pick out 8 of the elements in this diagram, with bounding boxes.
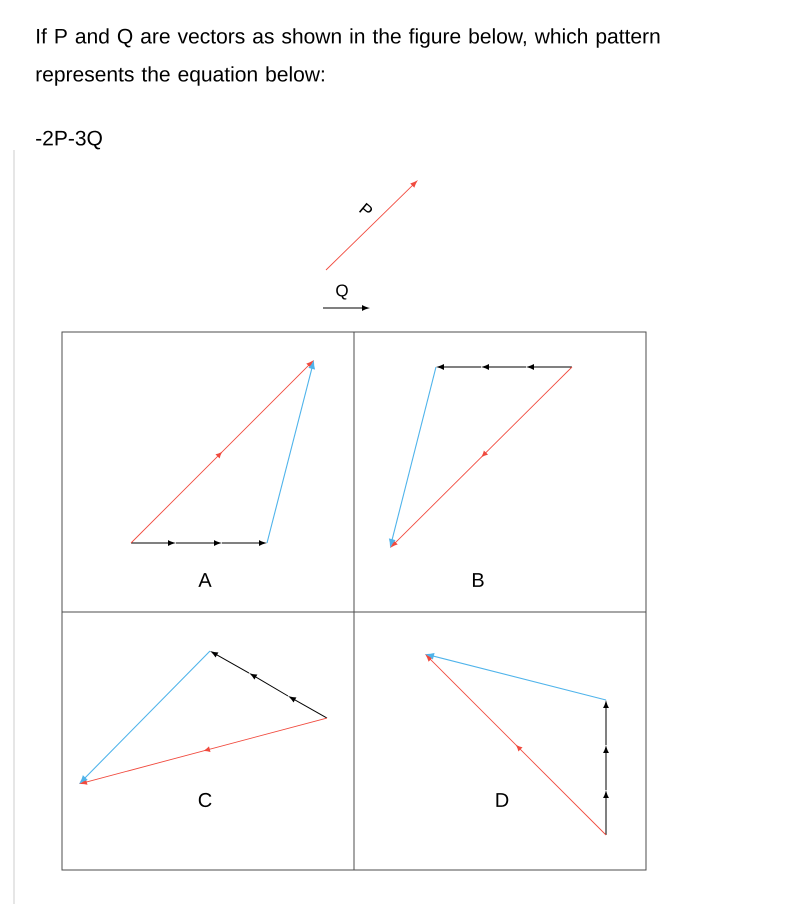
- answer-panel: B: [354, 332, 646, 612]
- vector-label: Q: [336, 284, 348, 300]
- answer-panel: C: [62, 612, 354, 870]
- vector-label: P: [358, 202, 372, 213]
- question-text: If P and Q are vectors as shown in the figure below, which pattern represents the equation below:: [36, 28, 660, 86]
- equation-text: -2P-3Q: [36, 130, 102, 150]
- answer-panel: D: [354, 612, 646, 870]
- answer-panel: A: [62, 332, 354, 612]
